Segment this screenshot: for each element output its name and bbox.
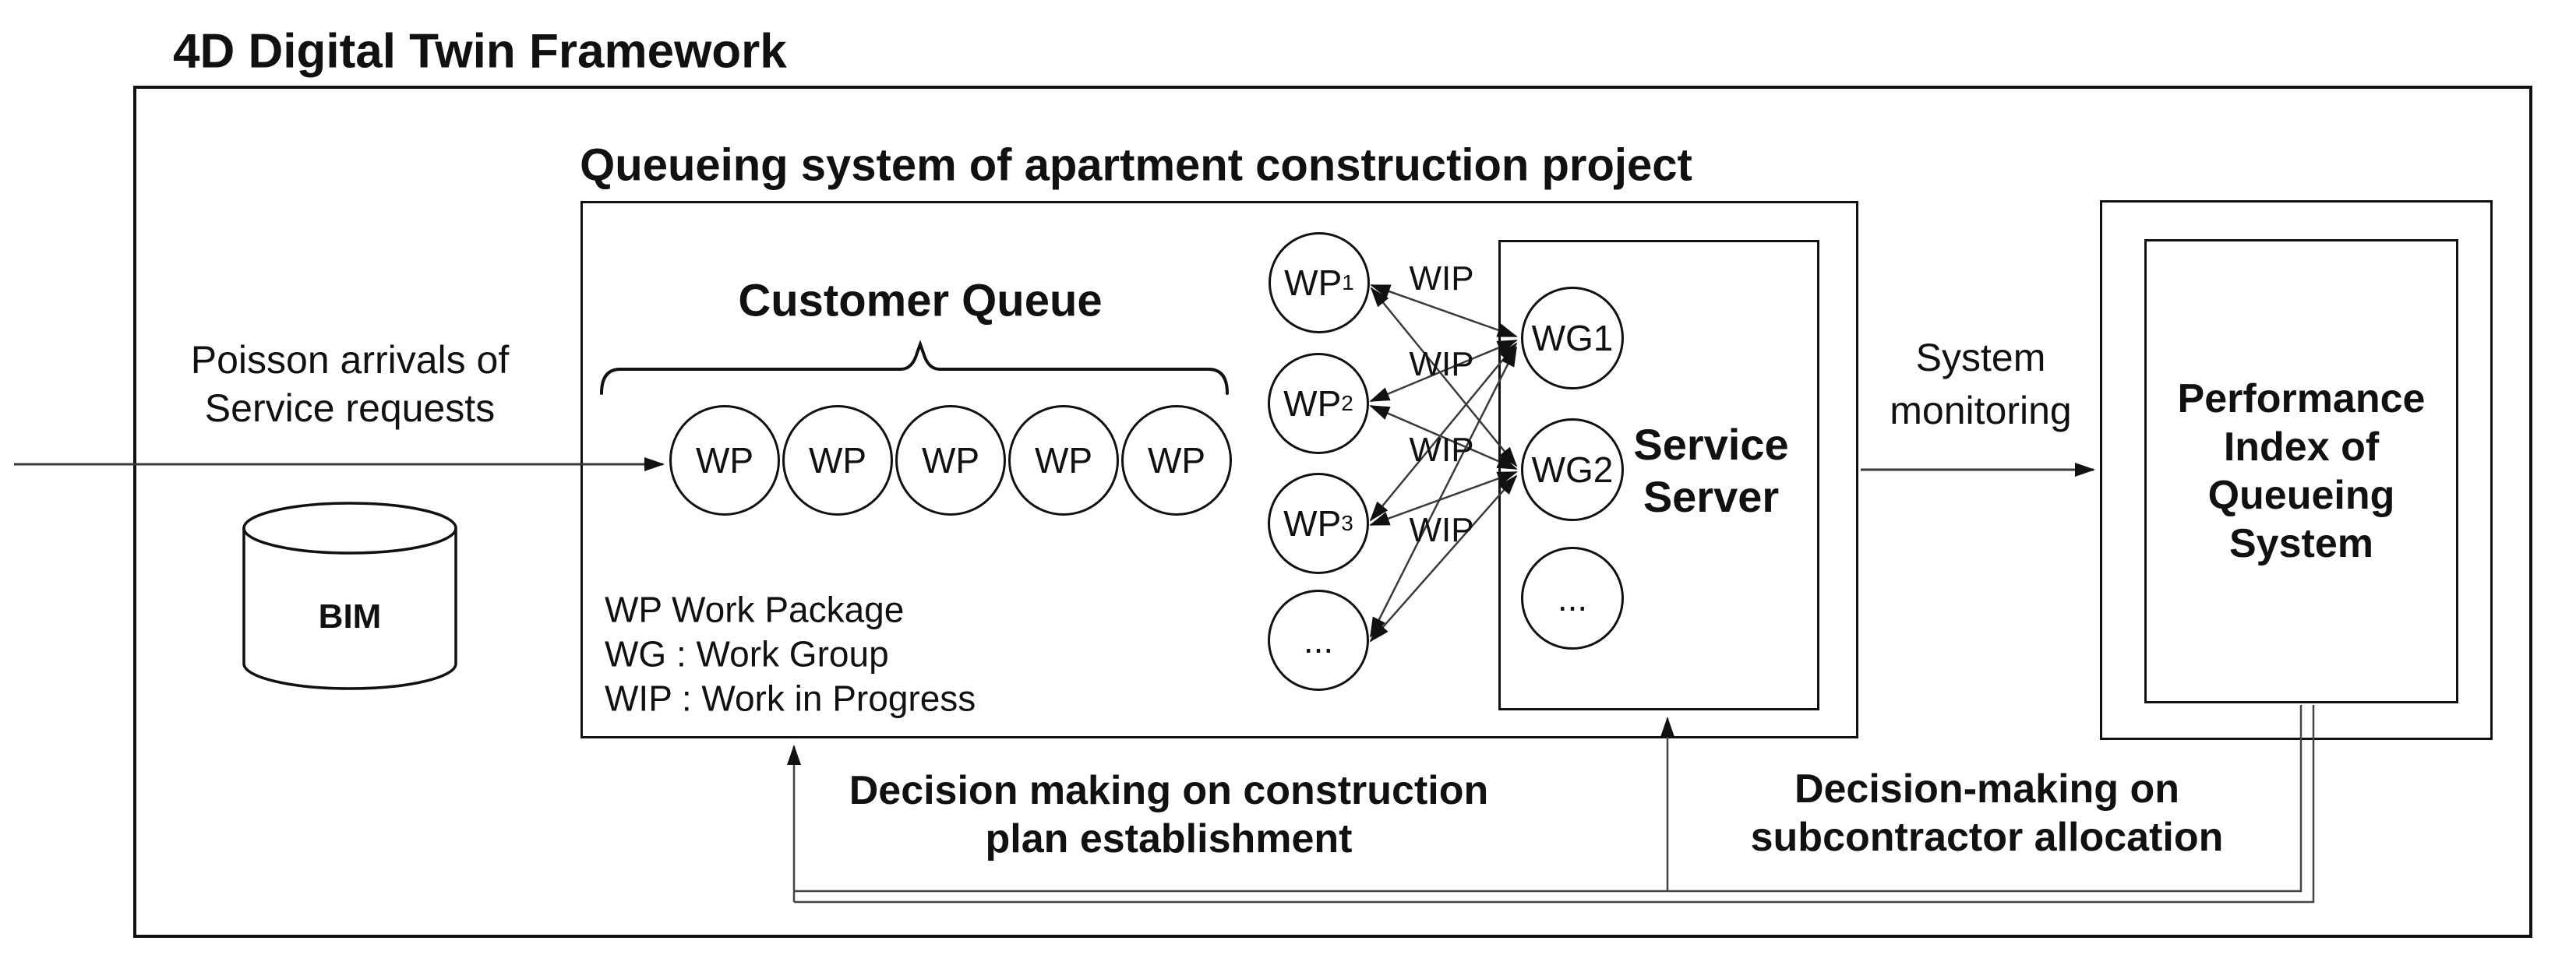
abbreviation-legend: WP Work Package WG : Work Group WIP : Wo… [605,588,1088,721]
bim-label: BIM [318,597,382,636]
feedback-line-inner [794,705,2303,893]
legend-wip: WIP : Work in Progress [605,678,976,719]
page-title: 4D Digital Twin Framework [173,24,787,79]
customer-queue-label: Customer Queue [738,275,1103,326]
decision-subcontractor-label: Decision-making on subcontractor allocat… [1750,766,2224,860]
customer-queue-brace [600,340,1229,395]
wip-network-lines [1369,284,1518,643]
queueing-system-box [580,201,1858,738]
performance-inner-box: Performance Index of Queueing System [2144,239,2458,703]
legend-wp: WP Work Package [605,589,905,630]
wg-ellipsis-circle: ... [1521,547,1624,650]
system-monitoring-label-line2: monitoring [1890,389,2072,432]
queue-wp-circle: WP [895,405,1006,516]
queue-wp-circle: WP [1121,405,1232,516]
wg2-circle: WG2 [1521,418,1624,521]
queue-wp-circle: WP [782,405,893,516]
service-server-label: Service Server [1633,420,1789,521]
wip-label: WIP [1409,345,1474,383]
performance-index-label: Performance Index of Queueing System [2177,376,2426,566]
performance-outer-box [2100,200,2493,740]
feedback-lines [787,705,2315,904]
wip-label: WIP [1409,431,1474,469]
wip-label: WIP [1409,259,1474,298]
poisson-arrivals-label-line2: Service requests [204,386,496,430]
poisson-arrivals-label-line1: Poisson arrivals of [190,338,510,382]
queue-wp-circle: WP [1008,405,1119,516]
decision-construction-label: Decision making on construction plan est… [849,768,1489,862]
queueing-system-heading: Queueing system of apartment constructio… [580,139,1692,191]
system-monitoring-label-line1: System [1915,336,2046,379]
wp-ellipsis-circle: ... [1268,590,1369,691]
framework-box [133,86,2532,938]
bim-cylinder-icon [242,502,457,690]
legend-wg: WG : Work Group [605,633,889,675]
queue-wp-circle: WP [669,405,780,516]
wg1-circle: WG1 [1521,287,1624,389]
wip-label: WIP [1409,511,1474,549]
feedback-line-outer [794,705,2315,904]
